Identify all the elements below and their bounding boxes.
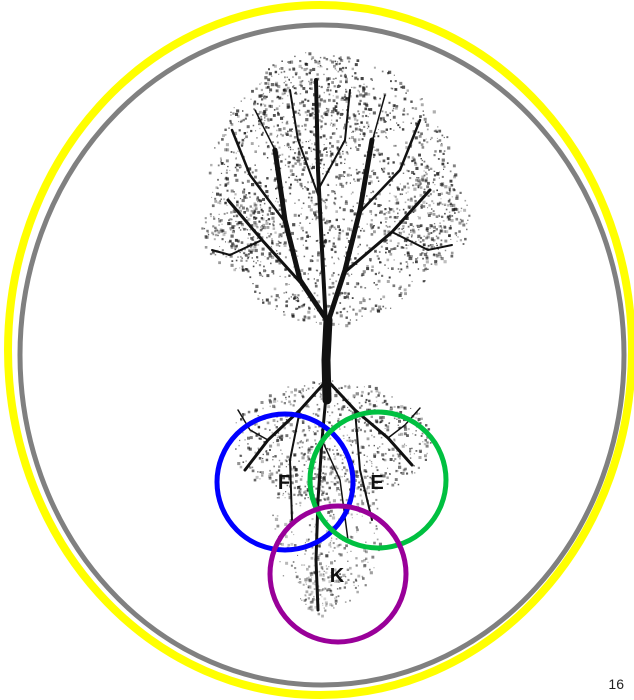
label-k: K <box>330 565 345 587</box>
page-number: 16 <box>608 676 624 692</box>
label-e: E <box>370 472 383 494</box>
label-f: F <box>278 472 290 494</box>
